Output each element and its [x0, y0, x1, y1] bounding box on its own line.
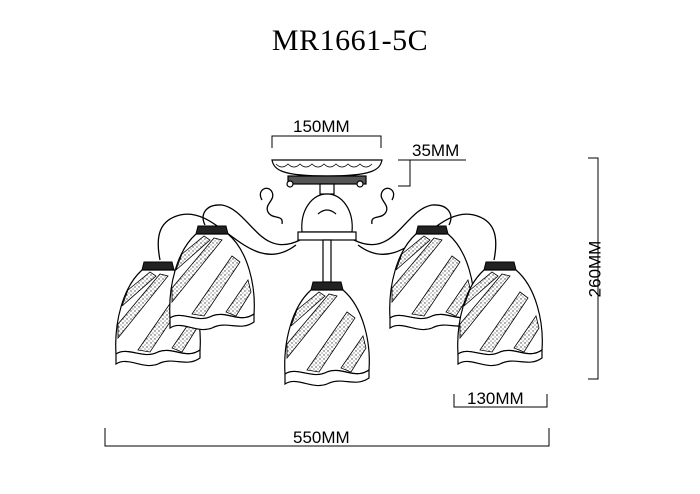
shade-center: [284, 281, 370, 387]
shade-left: [169, 225, 255, 331]
total-width-label: 550MM: [293, 428, 350, 447]
canopy: [271, 159, 383, 195]
model-title: MR1661-5C: [271, 24, 429, 57]
total-height-label: 260MM: [585, 240, 605, 298]
shade-width-label: 130MM: [467, 389, 524, 408]
dimension-lines: [104, 135, 599, 447]
canopy-width-label: 150MM: [293, 117, 350, 136]
center-body: [297, 193, 357, 283]
canopy-height-label: 35MM: [412, 141, 460, 160]
arms: [157, 187, 497, 261]
